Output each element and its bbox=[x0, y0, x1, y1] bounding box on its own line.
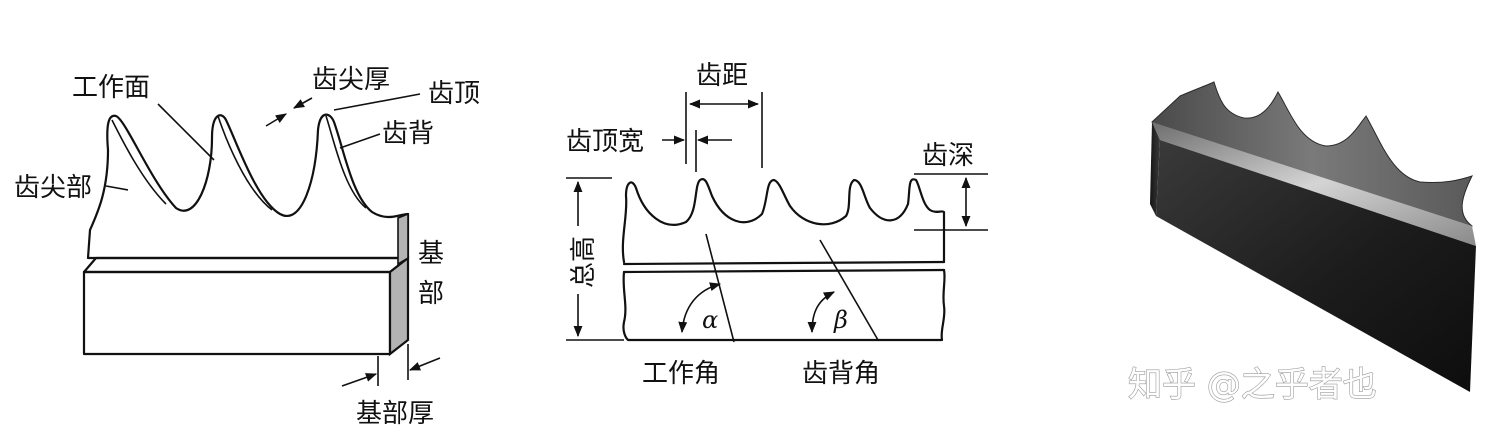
back-angle-line bbox=[819, 239, 879, 341]
beta-arc bbox=[807, 291, 836, 334]
middle-base-line-bottom bbox=[622, 268, 946, 274]
label-beta: β bbox=[833, 306, 848, 334]
alpha-arc bbox=[678, 282, 722, 334]
label-alpha: α bbox=[702, 306, 718, 334]
leader-working-face bbox=[157, 103, 215, 161]
left-bevel-line-3 bbox=[325, 115, 367, 209]
label-depth: 齿深 bbox=[922, 141, 974, 171]
label-base-thickness: 基部厚 bbox=[356, 399, 434, 429]
render-bevel bbox=[1152, 122, 1476, 246]
left-isometric-diagram: 工作面 齿尖厚 齿顶 齿背 齿尖部 基 部 基部厚 bbox=[14, 65, 480, 429]
label-top-width: 齿顶宽 bbox=[566, 127, 644, 157]
label-working-face: 工作面 bbox=[72, 73, 150, 103]
left-bevel-line-2 bbox=[217, 115, 273, 211]
base-thickness-arrow-right bbox=[408, 357, 441, 371]
left-tooth-profile bbox=[86, 113, 410, 260]
label-working-angle: 工作角 bbox=[642, 359, 720, 389]
leader-tooth-back bbox=[339, 133, 381, 149]
render-teeth bbox=[1151, 81, 1473, 237]
middle-base-line-top bbox=[622, 260, 946, 266]
leader-tooth-top bbox=[333, 93, 421, 111]
middle-tooth-profile bbox=[621, 178, 946, 264]
render-end-face bbox=[1150, 122, 1160, 216]
label-back-angle: 齿背角 bbox=[802, 359, 880, 389]
label-pitch: 齿距 bbox=[696, 61, 748, 91]
leader-tip-part bbox=[105, 185, 129, 191]
middle-profile-diagram: 齿距 齿顶宽 齿深 总高 α β 工作角 齿背角 bbox=[566, 61, 988, 389]
base-thickness-arrow-left bbox=[341, 373, 378, 387]
watermark-text: 知乎 @之乎者也 bbox=[1128, 365, 1377, 405]
left-base-top-face bbox=[82, 256, 410, 274]
render-front-face bbox=[1156, 140, 1476, 392]
tip-thickness-arrow-right bbox=[293, 97, 313, 109]
label-tip-part: 齿尖部 bbox=[14, 173, 92, 203]
left-base-front-face bbox=[82, 270, 392, 356]
left-plate-side bbox=[397, 212, 409, 266]
label-base-2: 部 bbox=[418, 279, 444, 309]
left-bevel-line-1 bbox=[111, 119, 167, 205]
label-total-height: 总高 bbox=[569, 236, 599, 288]
right-3d-render: 知乎 @之乎者也 bbox=[1127, 81, 1476, 406]
left-base-side-face bbox=[388, 255, 410, 357]
label-tooth-back: 齿背 bbox=[382, 119, 434, 149]
label-tooth-top: 齿顶 bbox=[428, 79, 480, 109]
label-base-1: 基 bbox=[418, 239, 444, 269]
label-tip-thickness: 齿尖厚 bbox=[312, 65, 390, 95]
tip-thickness-arrow-left bbox=[265, 113, 287, 127]
middle-base-body bbox=[622, 268, 946, 342]
